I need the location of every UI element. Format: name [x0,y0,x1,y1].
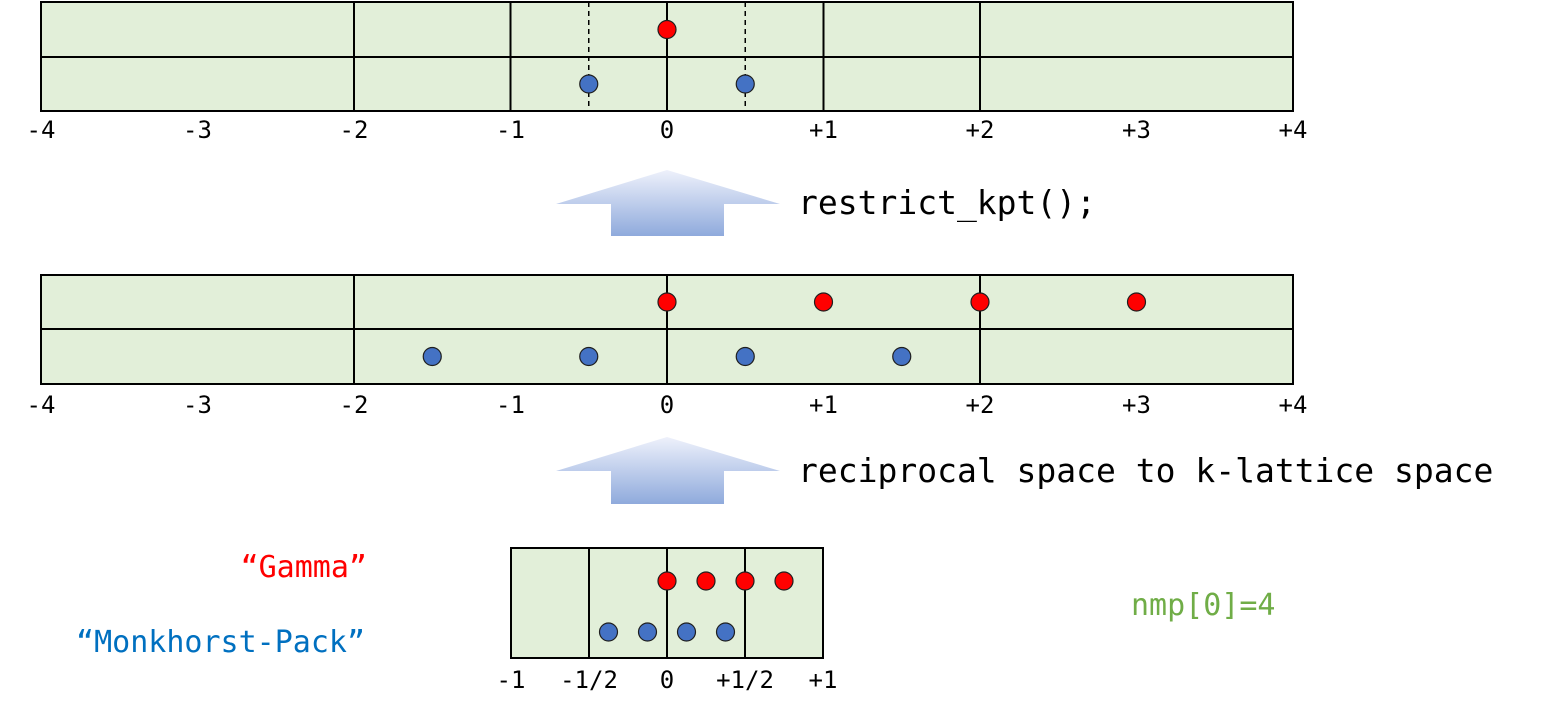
up-arrow-upper [556,170,780,236]
axis-tick-label: -4 [27,391,56,419]
gamma-k-point [813,292,834,312]
space-conversion-label: reciprocal space to k-lattice space [798,451,1493,490]
axis-tick-label: +3 [1122,391,1151,419]
axis-tick-label: -2 [340,116,369,144]
axis-tick-label: +1 [809,666,838,694]
monkhorst-pack-legend-label: “Monkhorst-Pack” [76,625,365,660]
monkhorst-pack-k-point [637,622,658,642]
gamma-k-point [1126,292,1147,312]
top-panel: -4 -3 -2 -1 0 +1 +2 +3 +4 [27,1,1308,144]
gamma-k-point [774,571,794,591]
axis-tick-label: -2 [340,391,369,419]
monkhorst-pack-k-point [579,74,599,94]
monkhorst-pack-k-point [892,346,912,367]
axis-tick-label: 0 [660,116,674,144]
axis-tick-label: -1 [496,391,525,419]
bottom-panel: -1 -1/2 0 +1/2 +1 [497,547,838,694]
axis-tick-label: +1 [809,391,838,419]
up-arrow-lower [556,437,780,504]
axis-tick-label: +1 [809,116,838,144]
axis-tick-label: 0 [660,666,674,694]
monkhorst-pack-k-point [579,346,599,367]
axis-tick-label: +4 [1279,116,1308,144]
axis-tick-label: -3 [183,116,212,144]
axis-tick-label: +2 [966,116,995,144]
gamma-legend-label: “Gamma” [241,550,367,585]
gamma-k-point [735,571,755,591]
monkhorst-pack-k-point [598,622,619,642]
axis-tick-label: +1/2 [716,666,774,694]
gamma-k-point [657,571,677,591]
axis-tick-label: -1 [497,666,526,694]
axis-tick-label: +4 [1279,391,1308,419]
axis-tick-label: +2 [966,391,995,419]
axis-tick-label: +3 [1122,116,1151,144]
gamma-k-point [657,19,677,40]
monkhorst-pack-k-point [735,346,755,367]
axis-tick-label: -4 [27,116,56,144]
axis-tick-label: -1/2 [560,666,618,694]
nmp-label: nmp[0]=4 [1131,588,1276,623]
gamma-k-point [696,571,716,591]
monkhorst-pack-k-point [676,622,697,642]
restrict-kpt-label: restrict_kpt(); [798,183,1096,223]
axis-tick-label: 0 [660,391,674,419]
gamma-k-point [657,292,677,312]
gamma-k-point [970,292,990,312]
axis-tick-label: -1 [496,116,525,144]
monkhorst-pack-k-point [715,622,736,642]
middle-panel: -4 -3 -2 -1 0 +1 +2 +3 +4 [27,274,1308,419]
monkhorst-pack-k-point [735,74,755,94]
monkhorst-pack-k-point [422,346,442,367]
axis-tick-label: -3 [183,391,212,419]
